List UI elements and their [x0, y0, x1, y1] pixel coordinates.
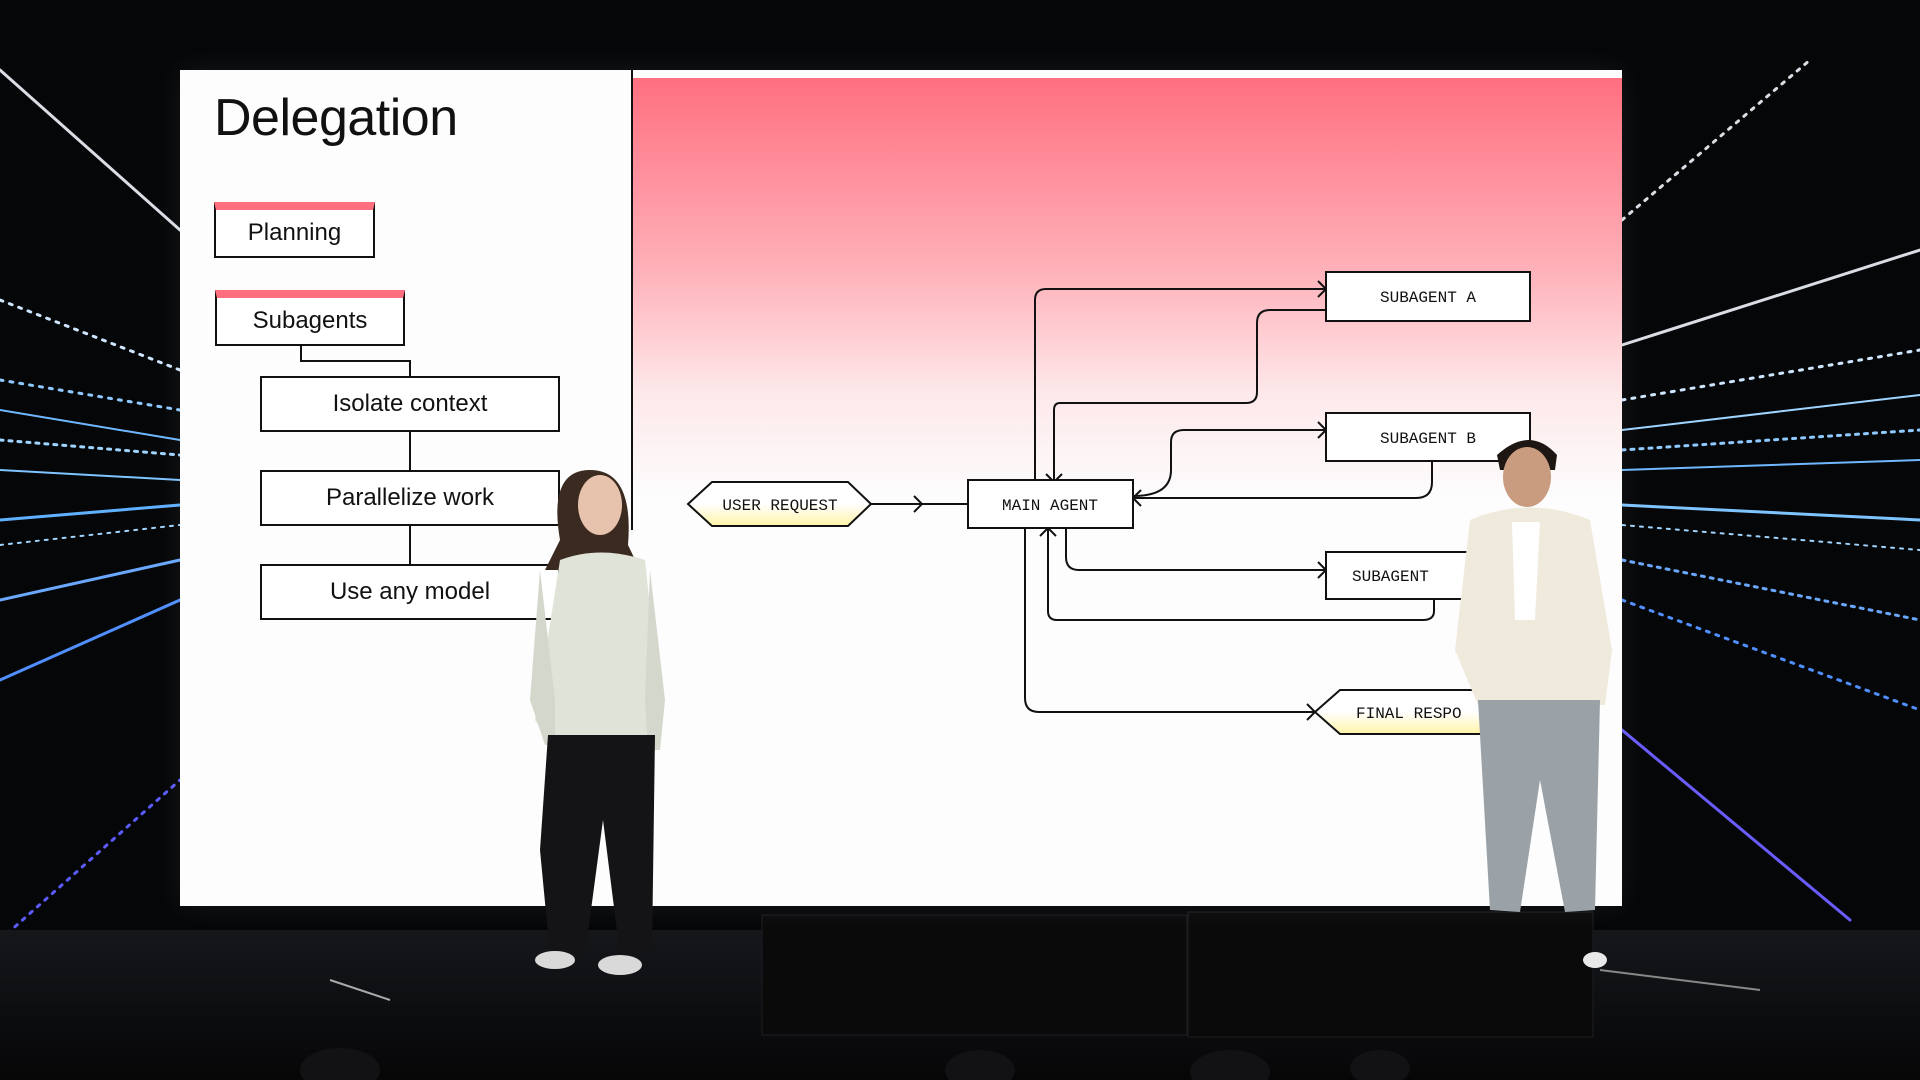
parallelize-work-label: Parallelize work — [325, 484, 495, 511]
subagent-a-node: SUBAGENT A — [1325, 271, 1531, 322]
subagents-label: Subagents — [252, 307, 368, 334]
subagent-c-label: SUBAGENT — [1352, 568, 1429, 586]
planning-label: Planning — [247, 219, 342, 246]
subagents-box: Subagents — [215, 290, 405, 346]
agent-flow-diagram: USER REQUEST MAIN AGENT SUBAGENT A SUBAG… — [686, 271, 1562, 735]
planning-box: Planning — [214, 202, 375, 258]
subagent-a-label: SUBAGENT A — [1380, 289, 1476, 307]
user-request-label: USER REQUEST — [722, 497, 837, 515]
right-light-streaks — [1620, 58, 1920, 922]
presenter-left — [530, 470, 665, 975]
arrow-main-to-subagent-c — [1065, 528, 1326, 571]
presenter-right — [1455, 440, 1612, 968]
arrow-subagent-b-to-main — [1133, 461, 1433, 499]
slide-divider — [631, 70, 633, 530]
isolate-context-label: Isolate context — [332, 390, 488, 417]
isolate-context-box: Isolate context — [260, 376, 560, 432]
user-request-node: USER REQUEST — [686, 481, 873, 527]
arrow-subagent-c-to-main — [1047, 528, 1435, 621]
main-agent-node: MAIN AGENT — [967, 479, 1134, 529]
connector-subagents-horizontal — [300, 360, 411, 362]
subagent-b-node: SUBAGENT B — [1325, 412, 1531, 462]
connector-to-isolate — [409, 360, 411, 378]
use-any-model-box: Use any model — [260, 564, 560, 620]
connector-isolate-parallelize — [409, 432, 411, 472]
main-agent-label: MAIN AGENT — [1002, 497, 1098, 515]
use-any-model-label: Use any model — [329, 578, 491, 605]
left-light-streaks — [0, 68, 182, 942]
slide-title: Delegation — [214, 89, 458, 147]
parallelize-work-box: Parallelize work — [260, 470, 560, 526]
connector-parallelize-model — [409, 526, 411, 566]
arrow-main-to-subagent-b — [1132, 429, 1326, 497]
stage-monitor-left — [761, 914, 1188, 1036]
presentation-slide: Delegation Planning Subagents Isolate co… — [180, 70, 1622, 906]
final-response-label: FINAL RESPO — [1356, 705, 1462, 723]
subagent-b-label: SUBAGENT B — [1380, 430, 1476, 448]
arrow-subagent-a-to-main — [1053, 309, 1326, 482]
arrow-main-to-subagent-a — [1034, 288, 1326, 482]
stage-monitor-right — [1187, 911, 1594, 1038]
arrow-main-to-final — [1024, 528, 1315, 713]
flow-connectors — [871, 280, 1435, 721]
connector-subagents-down — [300, 346, 302, 362]
audience — [300, 1048, 1410, 1080]
